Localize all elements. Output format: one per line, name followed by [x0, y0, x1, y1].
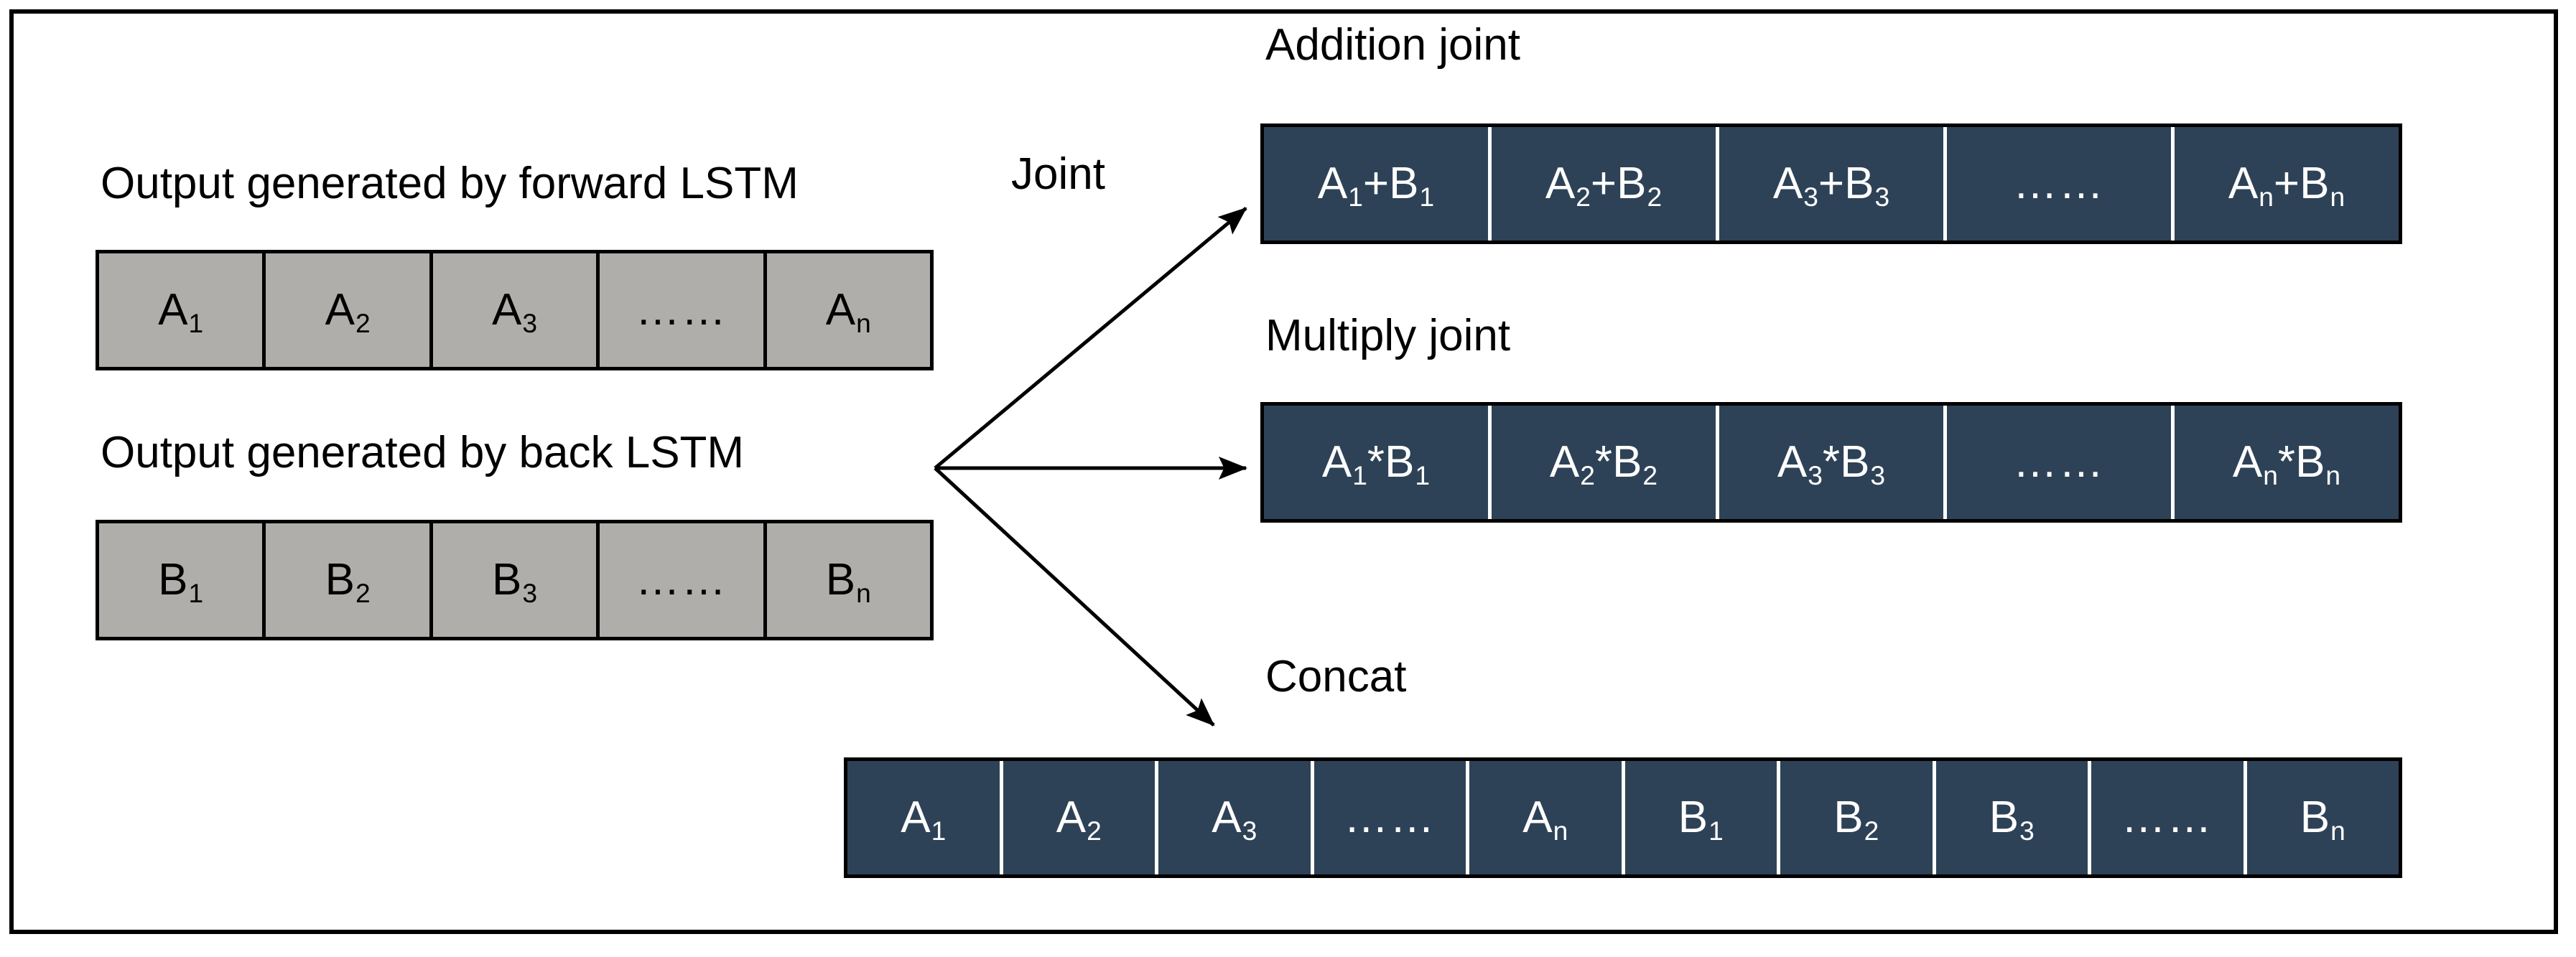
- caption-addition-joint: Addition joint: [1265, 20, 1521, 70]
- caption-forward-lstm: Output generated by forward LSTM: [101, 159, 799, 208]
- plus-operator: +: [1362, 159, 1390, 208]
- multiply-operator: *: [2277, 437, 2296, 487]
- multiply-operator: *: [1822, 437, 1841, 487]
- caption-back-lstm: Output generated by back LSTM: [101, 428, 745, 477]
- ellipsis-icon: ……: [635, 555, 727, 604]
- plus-operator: +: [2273, 159, 2300, 208]
- caption-concat: Concat: [1265, 652, 1407, 701]
- vector-cell-ellipsis: ……: [1314, 761, 1469, 874]
- multiply-operator: *: [1367, 437, 1385, 487]
- vector-cell-ellipsis: ……: [1947, 406, 2175, 519]
- ellipsis-icon: ……: [1344, 793, 1436, 842]
- plus-operator: +: [1590, 159, 1617, 208]
- multiply-operator: *: [1594, 437, 1613, 487]
- ellipsis-icon: ……: [2013, 437, 2105, 487]
- ellipsis-icon: ……: [2121, 793, 2213, 842]
- ellipsis-icon: ……: [635, 285, 727, 335]
- vector-cell-ellipsis: ……: [600, 253, 767, 367]
- caption-joint: Joint: [1011, 149, 1105, 199]
- vector-cell-ellipsis: ……: [2091, 761, 2247, 874]
- caption-multiply-joint: Multiply joint: [1265, 311, 1511, 360]
- ellipsis-icon: ……: [2013, 159, 2105, 208]
- plus-operator: +: [1818, 159, 1845, 208]
- vector-cell-ellipsis: ……: [1947, 127, 2175, 241]
- vector-cell-ellipsis: ……: [600, 523, 767, 637]
